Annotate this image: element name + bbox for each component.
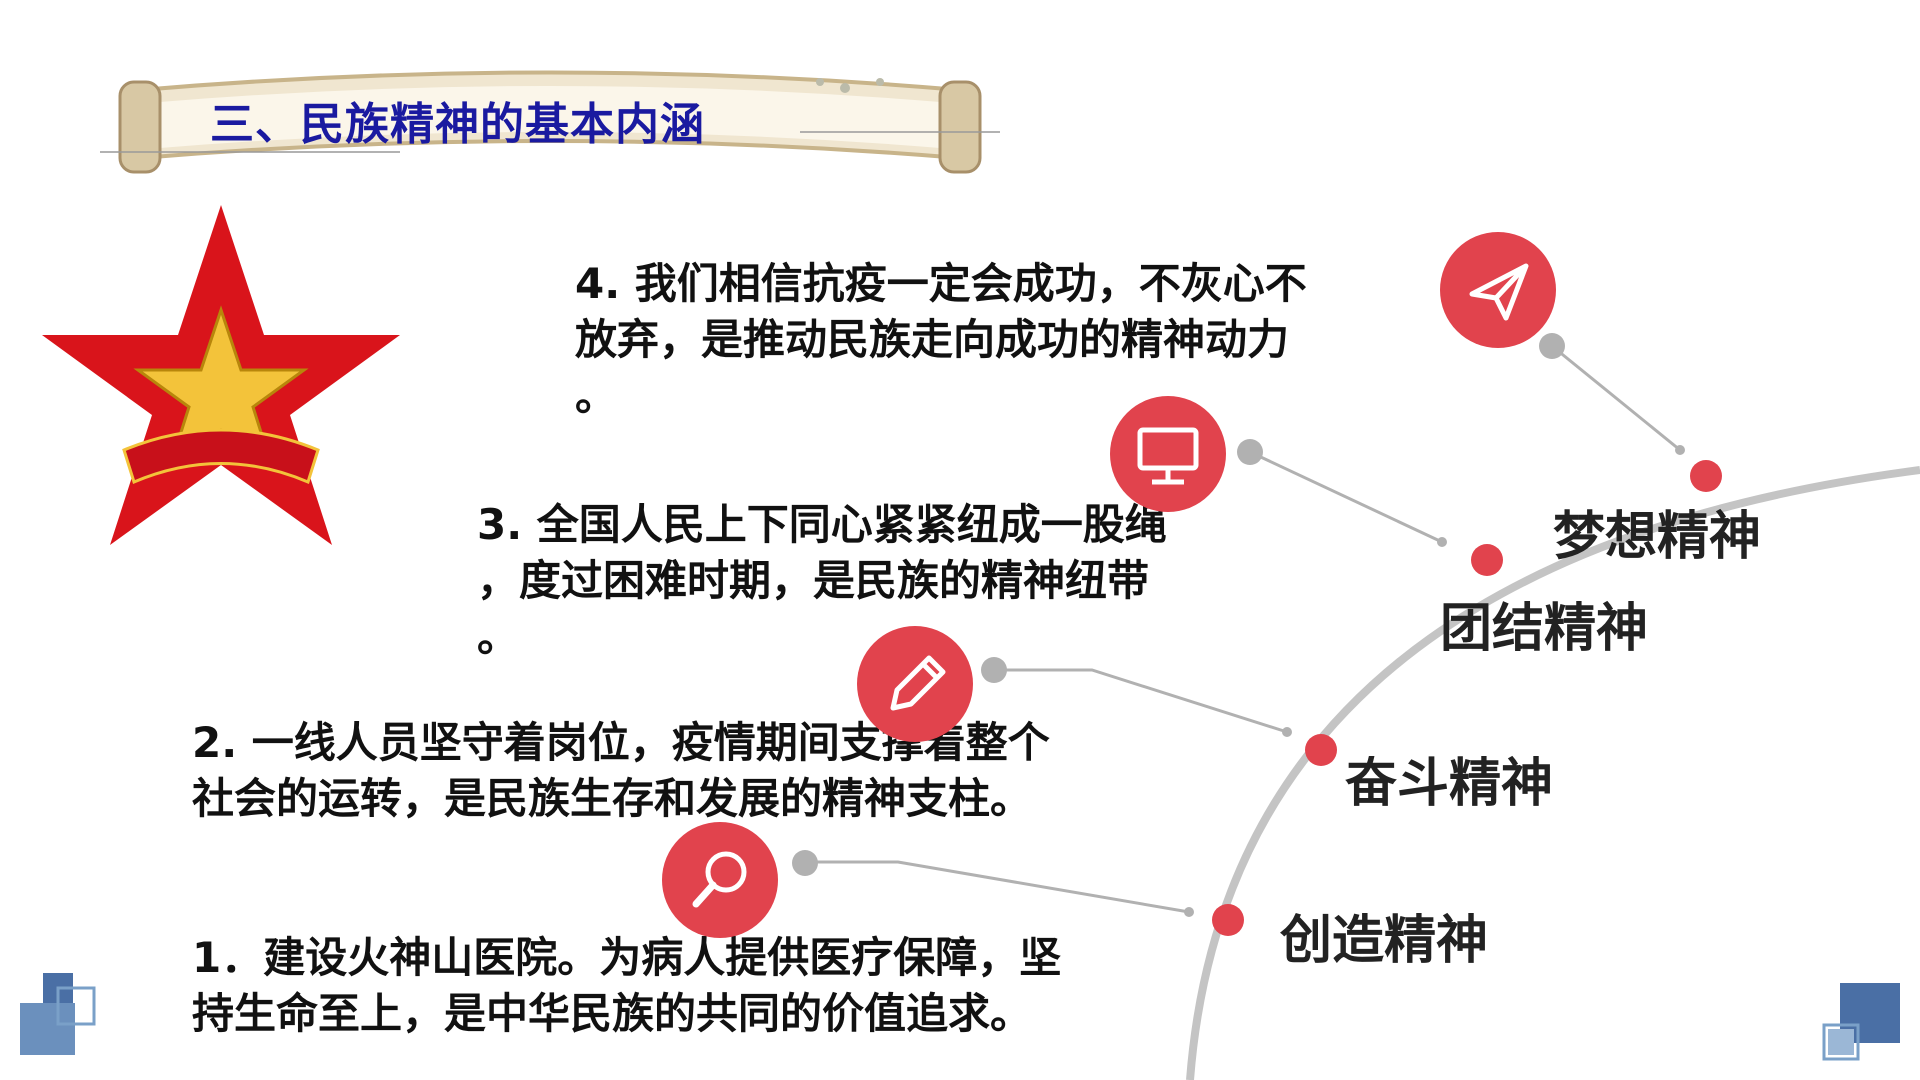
item-3-label: 团结精神 (1440, 599, 1649, 659)
item-4-line2: 放弃，是推动民族走向成功的精神动力 (575, 315, 1290, 364)
corner-decoration-left (20, 973, 96, 1055)
star-emblem-icon (42, 205, 400, 545)
page-title: 三、民族精神的基本内涵 (210, 99, 705, 150)
item-1-text: 1．建设火神山医院。为病人提供医疗保障，坚 持生命至上，是中华民族的共同的价值追… (192, 930, 1061, 1042)
item-3-line2: ，度过困难时期，是民族的精神纽带 (477, 556, 1150, 605)
item-4-arc-dot (1690, 460, 1722, 492)
corner-decoration-right (1822, 983, 1900, 1061)
item-3-line3: 。 (477, 612, 520, 661)
item-4-label: 梦想精神 (1553, 507, 1762, 567)
scroll-banner (100, 70, 1000, 174)
item-4-line1: 4. 我们相信抗疫一定会成功，不灰心不 (575, 259, 1307, 308)
item-3-arc-dot (1471, 544, 1503, 576)
item-1-label: 创造精神 (1280, 911, 1489, 971)
item-1-connector-dot (792, 850, 818, 876)
item-4-connector-dot (1539, 333, 1565, 359)
item-4-line3: 。 (575, 371, 618, 420)
item-1-arc-dot (1212, 904, 1244, 936)
magnifier-icon (662, 822, 778, 938)
monitor-icon (1110, 396, 1226, 512)
item-1-line2: 持生命至上，是中华民族的共同的价值追求。 (192, 989, 1033, 1038)
item-2-line2: 社会的运转，是民族生存和发展的精神支柱。 (192, 774, 1033, 823)
item-4-text: 4. 我们相信抗疫一定会成功，不灰心不 放弃，是推动民族走向成功的精神动力 。 (575, 256, 1307, 424)
item-2-label: 奋斗精神 (1345, 754, 1554, 814)
item-3-line1: 3. 全国人民上下同心紧紧纽成一股绳 (477, 500, 1167, 549)
item-2-connector-dot (981, 657, 1007, 683)
paper-plane-icon (1440, 232, 1556, 348)
item-3-text: 3. 全国人民上下同心紧紧纽成一股绳 ，度过困难时期，是民族的精神纽带 。 (477, 497, 1167, 665)
item-2-arc-dot (1305, 734, 1337, 766)
item-3-connector-dot (1237, 439, 1263, 465)
pencil-icon (857, 626, 973, 742)
item-1-line1: 1．建设火神山医院。为病人提供医疗保障，坚 (192, 933, 1062, 982)
